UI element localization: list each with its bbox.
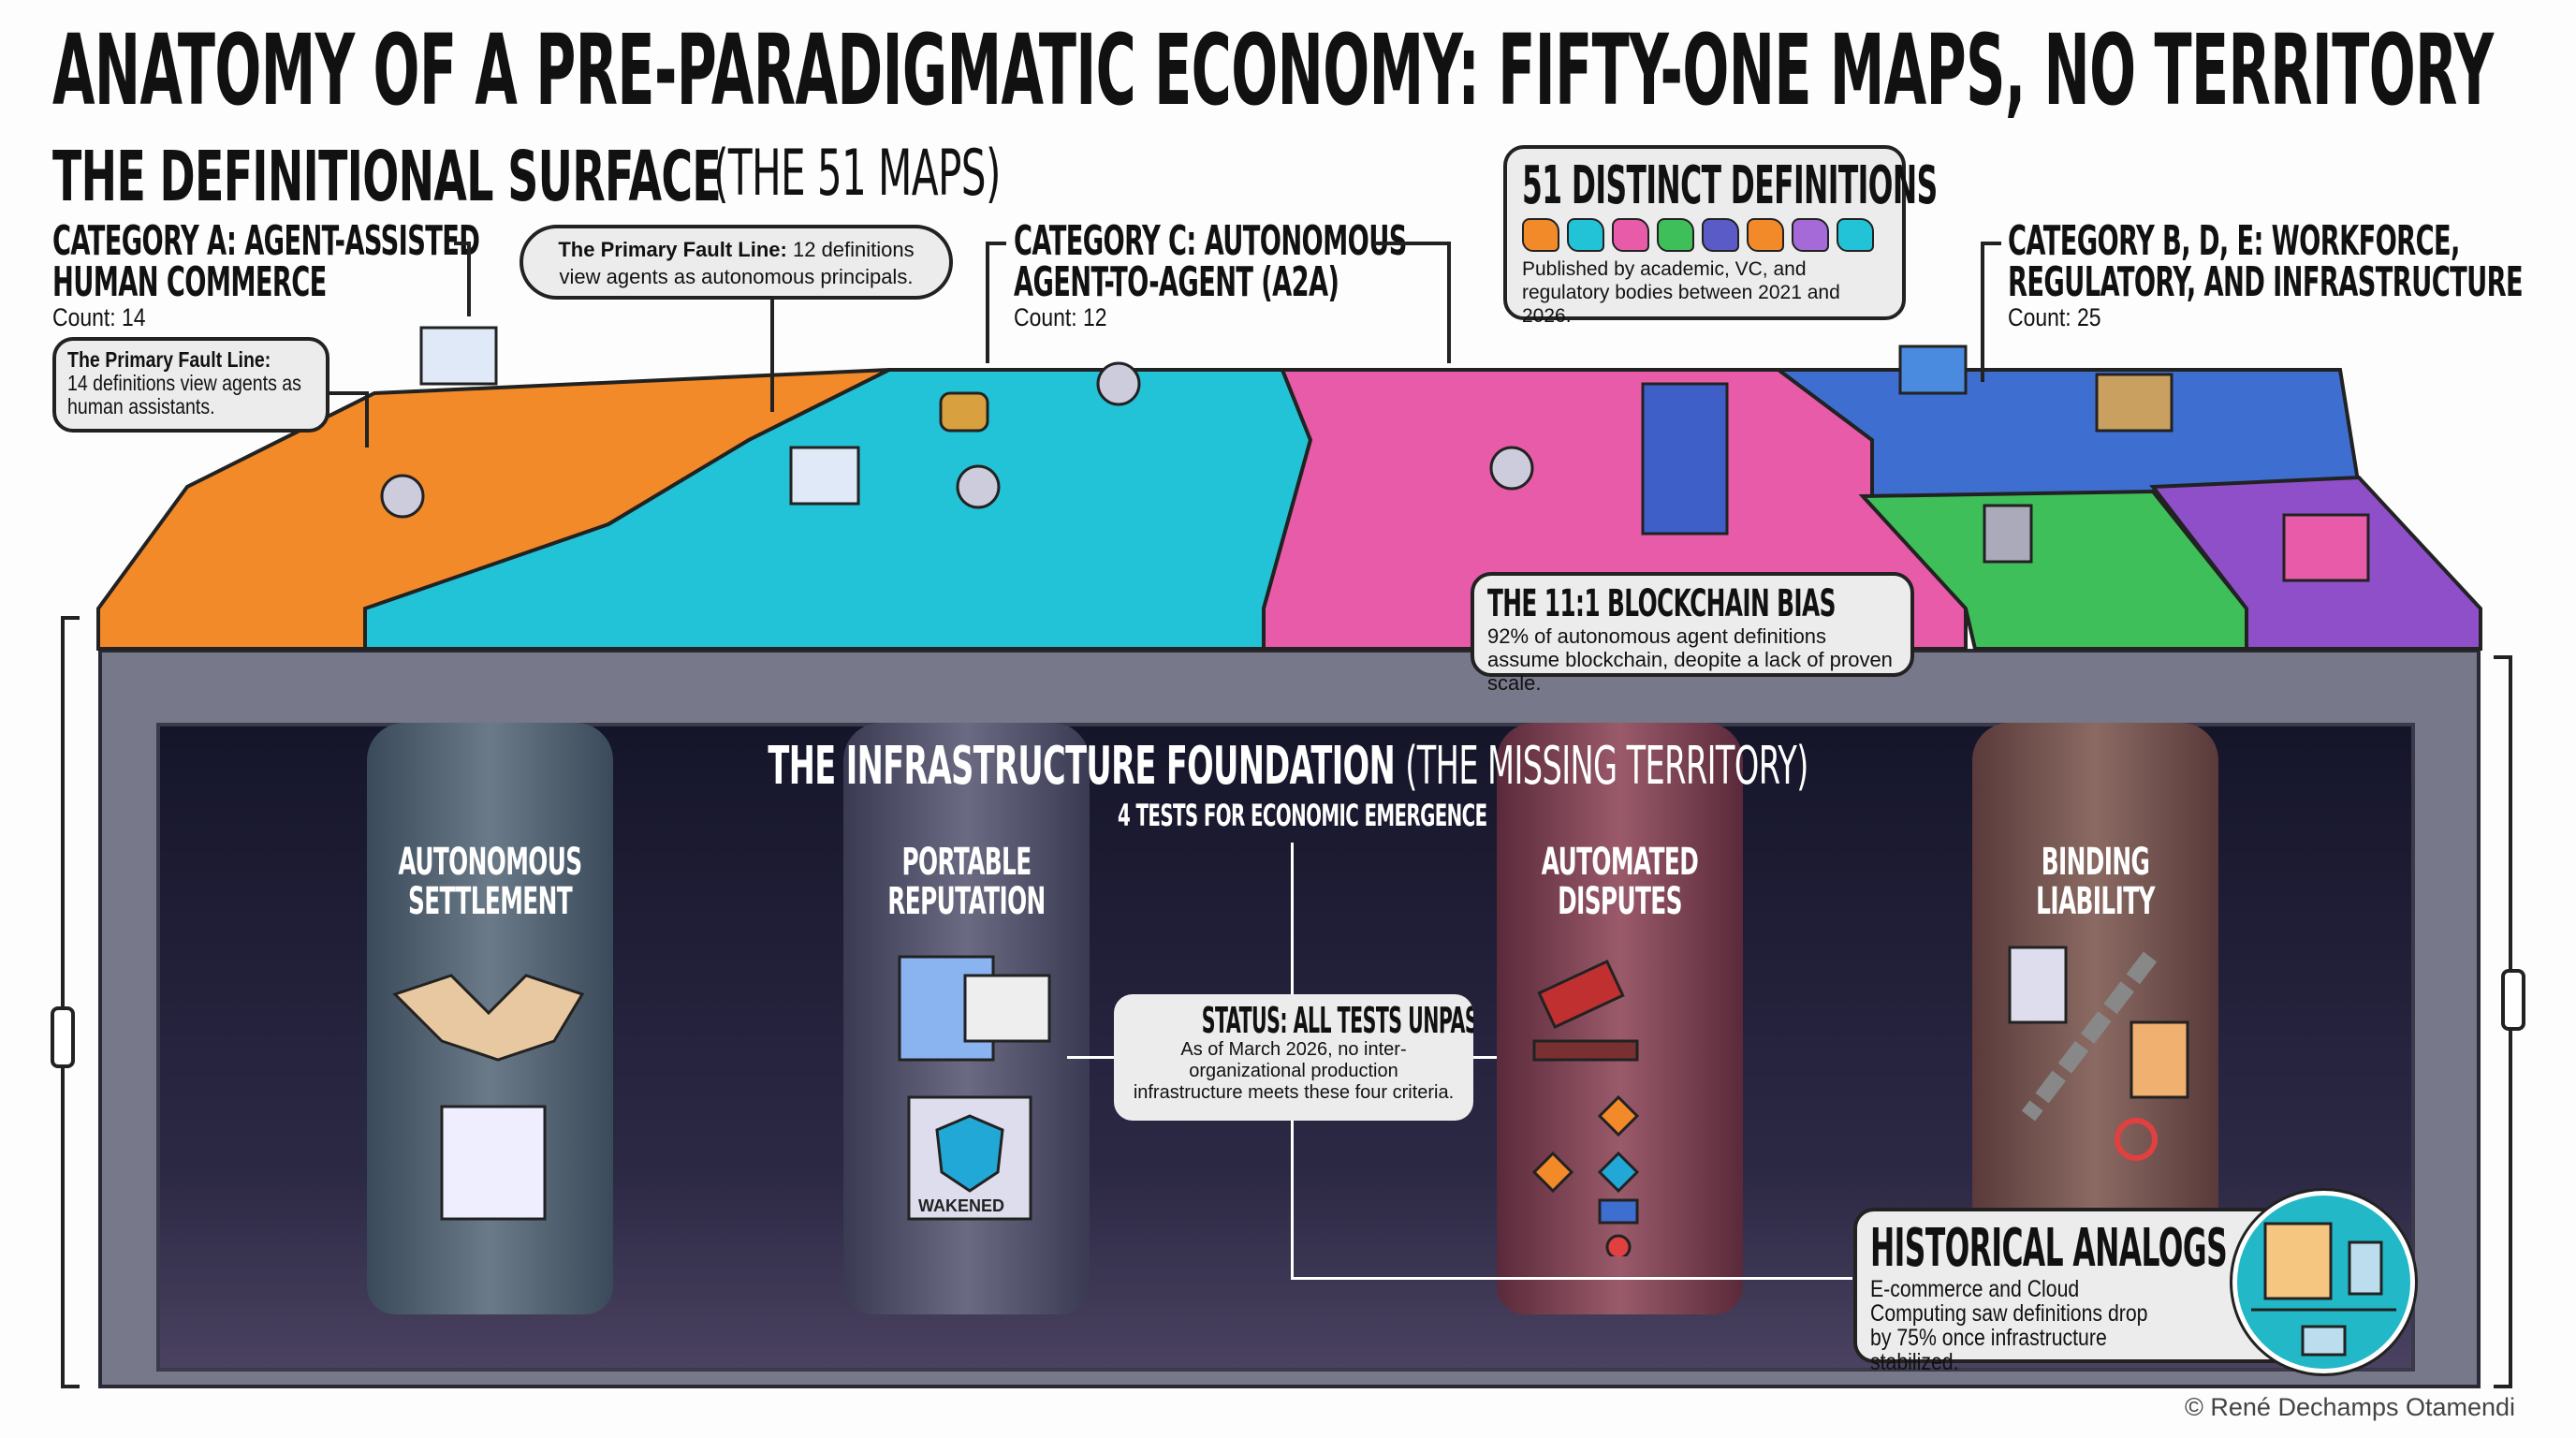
foundation-heading: THE INFRASTRUCTURE FOUNDATION (THE MISSI… (0, 736, 2576, 797)
fault-a-bold: The Primary Fault Line: (67, 347, 271, 372)
map-shape-icon (1567, 218, 1604, 252)
pillar-label: AUTOMATED (1541, 841, 1699, 884)
category-a-title: CATEGORY A: AGENT-ASSISTED (52, 217, 480, 265)
status-text: As of March 2026, no inter-organizationa… (1133, 1039, 1455, 1103)
historical-analogs-callout: HISTORICAL ANALOGS E-commerce and Cloud … (1853, 1208, 2321, 1374)
category-a-header: CATEGORY A: AGENT-ASSISTED HUMAN COMMERC… (52, 221, 741, 332)
robot-icon (956, 464, 1001, 509)
category-bde-title: REGULATORY, AND INFRASTRUCTURE (2008, 258, 2524, 306)
scales-icon (2095, 373, 2174, 433)
blockchain-tower-icon (1641, 382, 1729, 536)
pillar-label: BINDING (2041, 841, 2150, 884)
definitional-plateau (96, 326, 2482, 651)
map-shape-icon (1657, 218, 1694, 252)
status-callout: STATUS: ALL TESTS UNPASSED As of March 2… (1114, 994, 1473, 1121)
fault-c-bold: The Primary Fault Line: (558, 238, 787, 261)
pillar-label: DISPUTES (1558, 880, 1682, 923)
blockchain-bias-callout: THE 11:1 BLOCKCHAIN BIAS 92% of autonomo… (1471, 572, 1914, 695)
laptop-icon (2301, 1325, 2347, 1357)
foundation-heading-text: THE INFRASTRUCTURE FOUNDATION (768, 736, 1396, 797)
phone-icon (2348, 1240, 2383, 1296)
map-shape-icon (1792, 218, 1829, 252)
tests-label: 4 TESTS FOR ECONOMIC EMERGENCE (1118, 798, 1487, 833)
broken-chain-icon (2021, 951, 2158, 1122)
pillar-label: AUTONOMOUS (398, 841, 583, 884)
category-c-title: AGENT-TO-AGENT (A2A) (1014, 258, 1339, 306)
document-icon (2130, 1020, 2189, 1099)
prohibited-icon (2115, 1118, 2158, 1161)
right-bracket-handle (2501, 969, 2525, 1031)
chart-board-icon (789, 446, 860, 506)
pillar-label: PORTABLE (901, 841, 1032, 884)
definitions-callout: 51 DISTINCT DEFINITIONS Published by aca… (1503, 145, 1938, 327)
historical-text: E-commerce and Cloud Computing saw defin… (1870, 1276, 2148, 1375)
surface-heading: THE DEFINITIONAL SURFACE (52, 137, 1131, 217)
robot-icon (380, 474, 425, 519)
coin-stack-icon (939, 391, 989, 433)
historical-title: HISTORICAL ANALOGS (1870, 1218, 2228, 1279)
fault-line-a-callout: The Primary Fault Line: 14 definitions v… (52, 337, 329, 433)
fault-line-c-callout: The Primary Fault Line: 12 definitions v… (520, 225, 953, 300)
gavel-icon (1537, 959, 1625, 1030)
server-icon (1983, 504, 2033, 564)
main-title: ANATOMY OF A PRE-PARADIGMATIC ECONOMY: F… (52, 13, 2494, 127)
historical-icon-circle (2232, 1191, 2415, 1373)
map-shape-icon (1747, 218, 1784, 252)
map-shape-icon (1702, 218, 1739, 252)
map-shape-icon (1522, 218, 1559, 252)
pillar-label: LIABILITY (2036, 880, 2155, 923)
category-a-count: Count: 14 (52, 303, 146, 331)
definitions-title: 51 DISTINCT DEFINITIONS (1522, 155, 1938, 216)
category-c-title: CATEGORY C: AUTONOMOUS (1014, 217, 1407, 265)
document-icon (2008, 946, 2068, 1024)
robot-icon (1489, 446, 1534, 491)
category-a-title: HUMAN COMMERCE (52, 258, 327, 306)
shield-icon (935, 1114, 1004, 1193)
pillar-label: REPUTATION (887, 880, 1046, 923)
left-bracket (61, 616, 80, 1388)
fault-c-text: 12 definitions view agents as autonomous… (559, 238, 915, 288)
category-c-header: CATEGORY C: AUTONOMOUS AGENT-TO-AGENT (A… (1014, 221, 1647, 332)
surface-subheading: (THE 51 MAPS) (713, 137, 1001, 211)
robot-icon (1096, 361, 1141, 406)
cubes-icon (2282, 513, 2370, 582)
flowchart-icon (1531, 1094, 1640, 1256)
dashboard-icon (1898, 345, 1968, 395)
contract-icon (440, 1105, 547, 1221)
surface-heading-text: THE DEFINITIONAL SURFACE (52, 137, 722, 217)
scroll-icon (2263, 1222, 2333, 1300)
category-c-count: Count: 12 (1014, 303, 1107, 331)
category-bde-title: CATEGORY B, D, E: WORKFORCE, (2008, 217, 2460, 265)
weakened-stamp: WAKENED (918, 1196, 1004, 1215)
map-shape-icon (1837, 218, 1874, 252)
category-bde-count: Count: 25 (2008, 303, 2101, 331)
foundation-subheading: (THE MISSING TERRITORY) (1405, 736, 1808, 797)
map-shape-icon (1612, 218, 1649, 252)
handshake-icon (392, 974, 585, 1062)
blockchain-title: THE 11:1 BLOCKCHAIN BIAS (1487, 582, 1836, 625)
definitions-text: Published by academic, VC, and regulator… (1522, 258, 1840, 327)
copyright: © René Dechamps Otamendi (2185, 1393, 2516, 1421)
fault-a-text: 14 definitions view agents as human assi… (67, 371, 301, 418)
category-bde-header: CATEGORY B, D, E: WORKFORCE, REGULATORY,… (2008, 221, 2576, 332)
pillar-label: SETTLEMENT (407, 880, 573, 923)
left-bracket-handle (51, 1006, 75, 1068)
id-card-icon (963, 974, 1051, 1043)
map-shapes-row (1522, 218, 1887, 252)
status-title: STATUS: ALL TESTS UNPASSED (1201, 1000, 1473, 1041)
blockchain-text: 92% of autonomous agent definitions assu… (1487, 624, 1893, 695)
presentation-board-icon (419, 326, 498, 386)
